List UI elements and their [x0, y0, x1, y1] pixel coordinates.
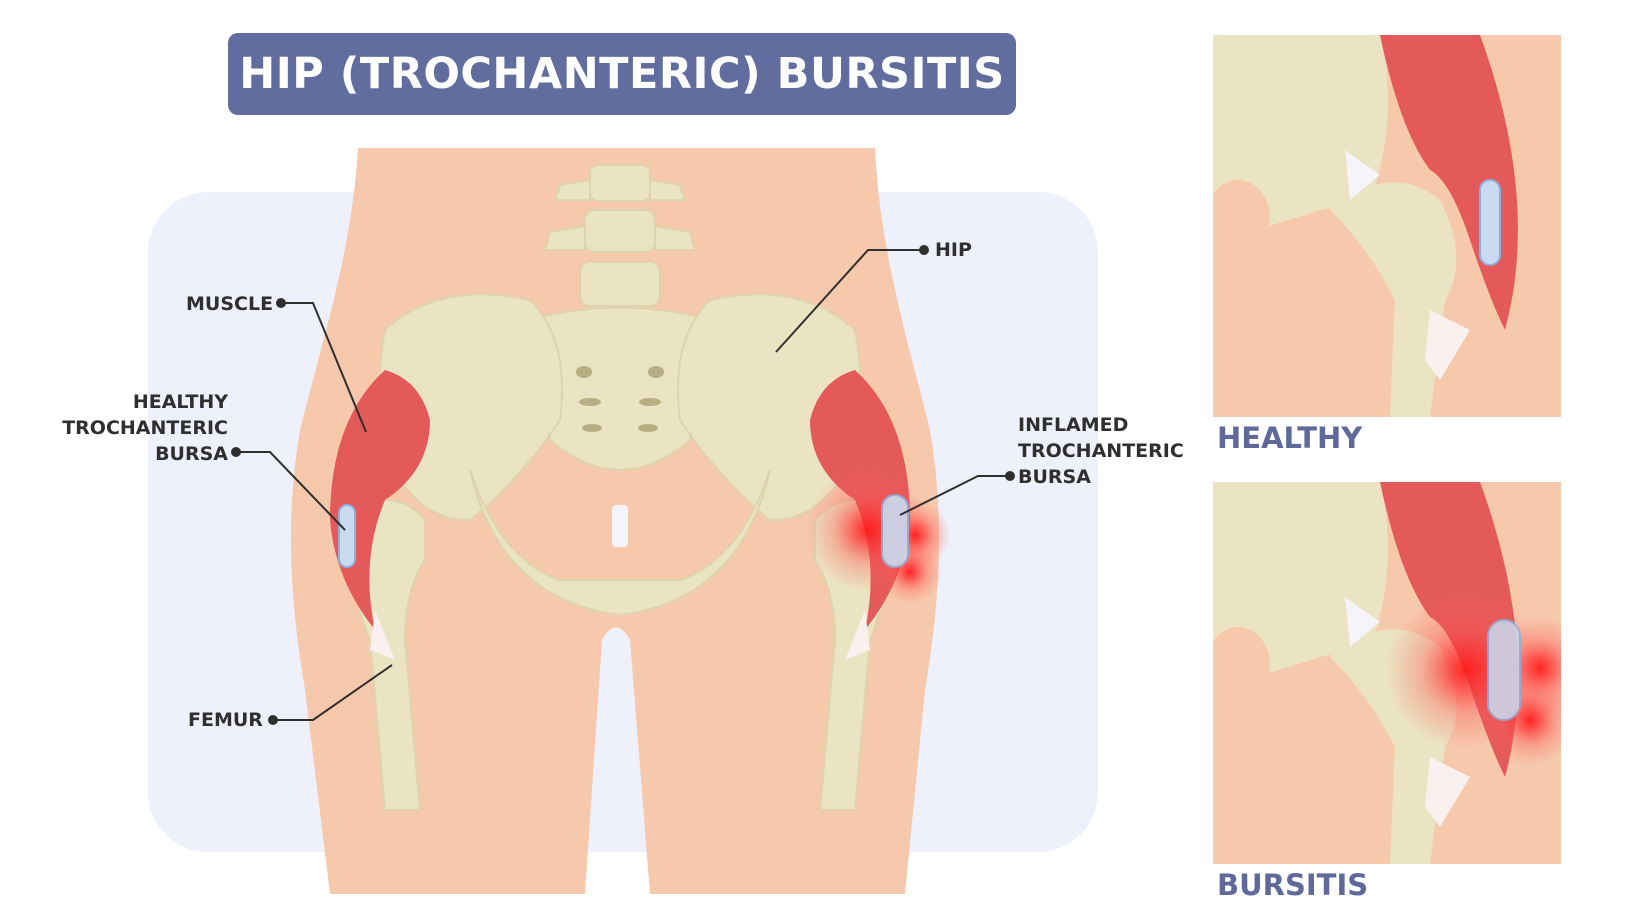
page-title: HIP (TROCHANTERIC) BURSITIS [239, 49, 1005, 99]
left-gluteal-muscle [330, 370, 430, 630]
inflamed-bursa-shape [881, 494, 909, 568]
right-tendon [845, 610, 870, 660]
healthy-bursa-shape [338, 504, 356, 568]
hip-label: HIP [935, 239, 972, 261]
obturator-foramen [520, 508, 718, 552]
inflamed-bursa-leader-line [899, 475, 1010, 516]
inflamed-bursa-leader-dot [1005, 471, 1015, 481]
hip-leader-line [775, 249, 924, 353]
bursitis-panel [1213, 482, 1561, 864]
bursitis-caption: BURSITIS [1217, 868, 1369, 902]
healthy-panel [1213, 35, 1561, 417]
pubic-symphysis [612, 505, 628, 547]
inflamed-bursa-label-line1: INFLAMED [1018, 414, 1129, 436]
femur-label: FEMUR [188, 709, 263, 731]
pelvis [348, 164, 892, 811]
healthy-bursa-label-line3: BURSA [155, 443, 228, 465]
left-tendon [370, 610, 395, 660]
title-banner: HIP (TROCHANTERIC) BURSITIS [228, 33, 1016, 115]
healthy-bursa-leader-line [236, 451, 346, 531]
healthy-bursa-leader-dot [231, 447, 241, 457]
muscle-leader-line [281, 302, 367, 433]
hip-leader-dot [919, 245, 929, 255]
inflamed-bursa-label: INFLAMED TROCHANTERIC BURSA [1018, 412, 1184, 490]
inflamed-bursa-label-line2: TROCHANTERIC [1018, 440, 1184, 462]
femur-leader-line [273, 664, 393, 721]
healthy-bursa-label: HEALTHY TROCHANTERIC BURSA [40, 389, 228, 467]
femur-leader-dot [268, 715, 278, 725]
healthy-bursa-label-line2: TROCHANTERIC [62, 417, 228, 439]
healthy-bursa-label-line1: HEALTHY [132, 391, 228, 413]
muscle-label: MUSCLE [186, 293, 274, 315]
healthy-caption: HEALTHY [1217, 421, 1363, 455]
sacral-foramina [576, 366, 664, 432]
muscle-leader-dot [276, 298, 286, 308]
inflamed-bursa-label-line3: BURSA [1018, 466, 1091, 488]
